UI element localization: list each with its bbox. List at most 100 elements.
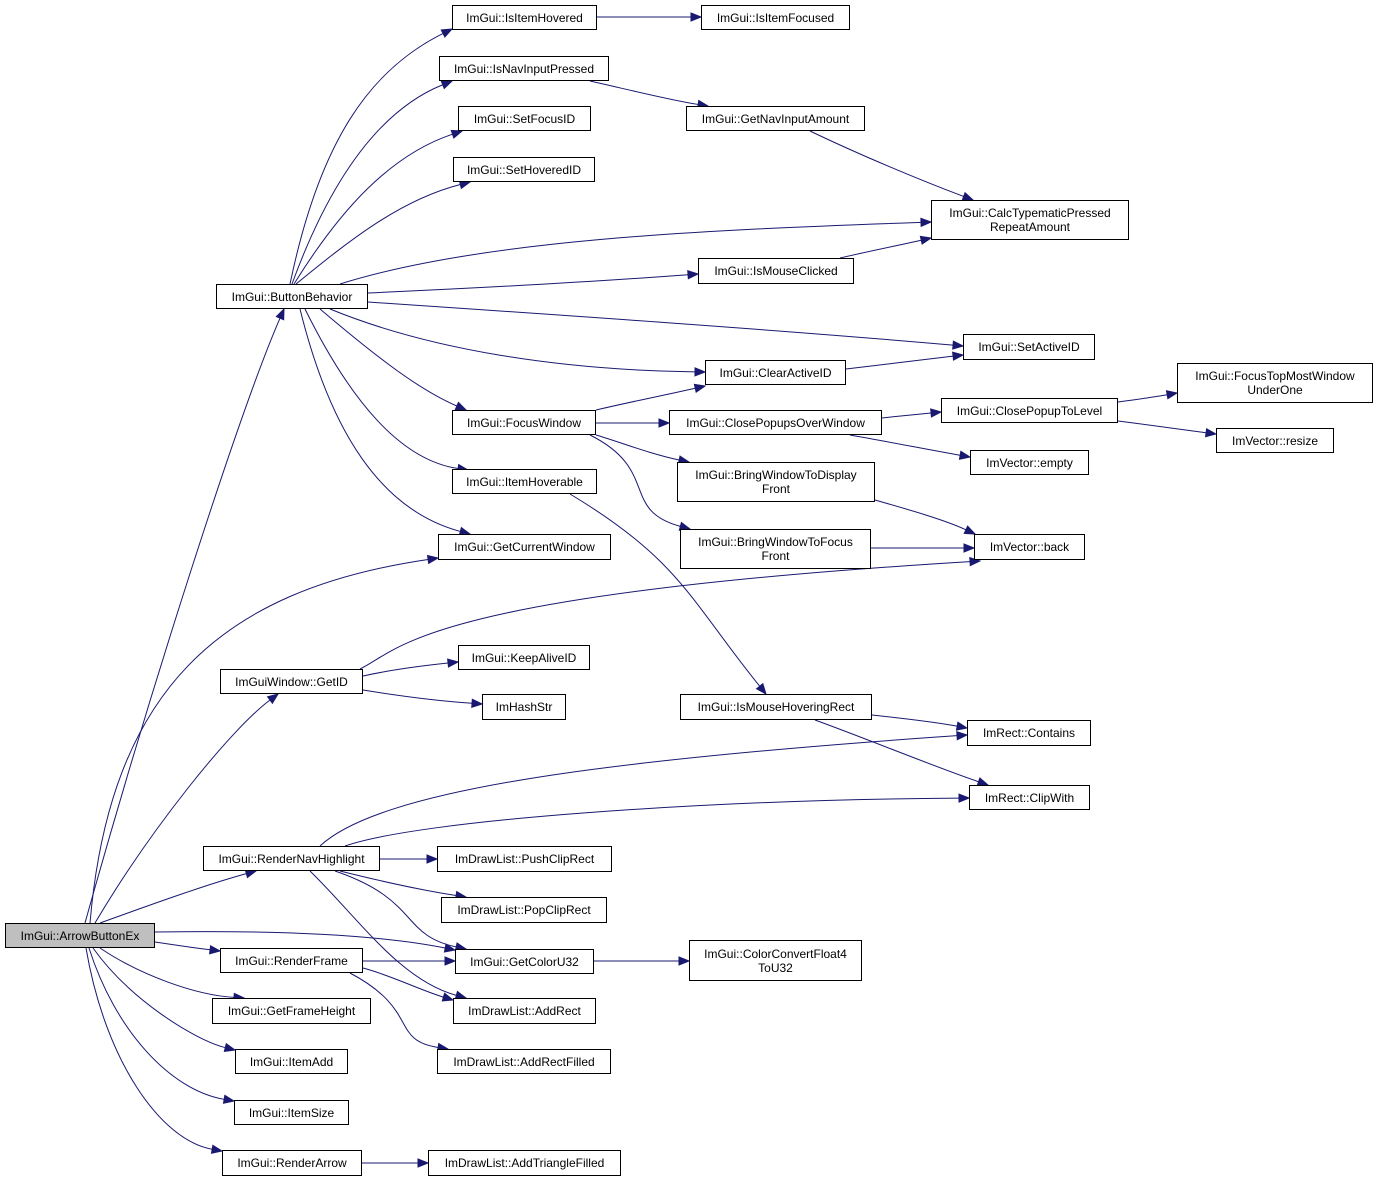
arrowhead-FocusWindow-to-ClosePopupsOverWindow (658, 418, 671, 428)
node-is-item-hovered[interactable]: ImGui::IsItemHovered (452, 5, 597, 30)
node-get-frame-height[interactable]: ImGui::GetFrameHeight (212, 998, 371, 1024)
node-contains[interactable]: ImRect::Contains (967, 720, 1091, 746)
node-item-add[interactable]: ImGui::ItemAdd (235, 1049, 348, 1074)
edge-IsNavInputPressed-to-GetNavInputAmount (589, 80, 699, 105)
node-is-mouse-clicked[interactable]: ImGui::IsMouseClicked (698, 258, 854, 284)
node-clip-with[interactable]: ImRect::ClipWith (969, 785, 1090, 810)
node-render-arrow[interactable]: ImGui::RenderArrow (222, 1150, 362, 1176)
node-label-line: ImGui::ArrowButtonEx (20, 928, 140, 943)
node-close-popup-to-level[interactable]: ImGui::ClosePopupToLevel (941, 398, 1118, 423)
node-focus-window[interactable]: ImGui::FocusWindow (452, 410, 596, 435)
node-pop-clip-rect[interactable]: ImDrawList::PopClipRect (441, 897, 607, 923)
arrowhead-ClosePopupToLevel-to-FocusTopMost (1165, 390, 1179, 400)
node-is-mouse-hovering-rect[interactable]: ImGui::IsMouseHoveringRect (680, 694, 872, 720)
arrowhead-ArrowButtonEx-to-RenderFrame (209, 945, 222, 955)
node-im-hash-str[interactable]: ImHashStr (482, 694, 566, 720)
node-set-focus-id[interactable]: ImGui::SetFocusID (458, 106, 591, 131)
node-label-line: ImGui::IsItemHovered (466, 10, 583, 25)
node-label-line: ImGui::ColorConvertFloat4 (704, 946, 847, 961)
arrowhead-ButtonBehavior-to-SetFocusID (450, 129, 464, 139)
arrowhead-ButtonBehavior-to-FocusWindow (454, 401, 468, 411)
node-item-hoverable[interactable]: ImGui::ItemHoverable (452, 469, 597, 494)
arrowhead-GetColorU32-to-ColorConvert (678, 956, 691, 966)
edge-FocusWindow-to-BringFocus (589, 434, 681, 527)
edge-BringDisplay-to-Back (874, 499, 967, 531)
edge-ArrowButtonEx-to-ButtonBehavior (84, 317, 281, 924)
node-label-line: ImGui::GetFrameHeight (227, 1004, 356, 1018)
arrowhead-ArrowButtonEx-to-GetColorU32 (443, 943, 457, 953)
node-get-id[interactable]: ImGuiWindow::GetID (220, 669, 363, 694)
node-render-nav-highlight[interactable]: ImGui::RenderNavHighlight (203, 846, 380, 871)
node-is-item-focused[interactable]: ImGui::IsItemFocused (701, 5, 850, 30)
node-label-line: ImDrawList::AddRect (468, 1004, 581, 1018)
node-label-line: ImVector::back (989, 540, 1070, 554)
node-button-behavior[interactable]: ImGui::ButtonBehavior (216, 284, 368, 309)
edge-ArrowButtonEx-to-ItemAdd (92, 947, 226, 1049)
node-back[interactable]: ImVector::back (974, 534, 1085, 560)
node-get-nav-input-amount[interactable]: ImGui::GetNavInputAmount (686, 106, 865, 131)
arrowhead-ArrowButtonEx-to-GetID (266, 693, 280, 705)
edge-FocusWindow-to-ClearActiveID (595, 387, 696, 411)
node-close-popups-over-window[interactable]: ImGui::ClosePopupsOverWindow (669, 410, 882, 435)
node-label-line: ImGui::BringWindowToDisplay (695, 468, 857, 482)
arrowhead-IsMouseClicked-to-CalcTypematic (919, 235, 933, 245)
node-is-nav-input-pressed[interactable]: ImGui::IsNavInputPressed (439, 56, 609, 81)
node-label-line: ImRect::ClipWith (984, 790, 1075, 805)
edge-ButtonBehavior-to-GetCurrentWindow (299, 308, 461, 532)
node-resize[interactable]: ImVector::resize (1216, 428, 1334, 453)
node-label-line: ImGui::BringWindowToFocus (698, 535, 853, 549)
node-render-frame[interactable]: ImGui::RenderFrame (220, 948, 363, 973)
node-label-line: ImGui::GetCurrentWindow (454, 540, 595, 554)
node-arrow-button-ex[interactable]: ImGui::ArrowButtonEx (5, 923, 155, 948)
edge-ClosePopupsOverWindow-to-ClosePopupToLevel (881, 412, 932, 419)
node-label-line: ImVector::empty (986, 455, 1073, 470)
arrowhead-RenderArrow-to-AddTriangleFilled (417, 1158, 430, 1168)
node-add-rect-filled[interactable]: ImDrawList::AddRectFilled (437, 1049, 611, 1074)
node-item-size[interactable]: ImGui::ItemSize (234, 1100, 349, 1125)
node-label-line: ToU32 (758, 960, 793, 975)
node-label-line: ImGui::IsItemFocused (716, 10, 835, 25)
edge-GetNavInputAmount-to-CalcTypematic (809, 130, 964, 197)
node-keep-alive-id[interactable]: ImGui::KeepAliveID (458, 645, 590, 670)
node-add-rect[interactable]: ImDrawList::AddRect (453, 998, 596, 1024)
node-label-line: ImVector::resize (1231, 433, 1319, 448)
arrowhead-BringFocus-to-Back (963, 543, 976, 553)
node-get-current-window[interactable]: ImGui::GetCurrentWindow (438, 534, 611, 560)
arrowhead-RenderFrame-to-GetColorU32 (444, 956, 457, 966)
node-set-hovered-id[interactable]: ImGui::SetHoveredID (453, 157, 595, 182)
arrowhead-GetID-to-ImHashStr (471, 698, 484, 708)
edge-RenderNavHighlight-to-PopClipRect (339, 870, 457, 896)
node-clear-active-id[interactable]: ImGui::ClearActiveID (705, 360, 846, 385)
arrowhead-ArrowButtonEx-to-ItemAdd (223, 1042, 237, 1053)
node-add-triangle-filled[interactable]: ImDrawList::AddTriangleFilled (428, 1150, 621, 1176)
node-label-line: ImRect::Contains (982, 726, 1076, 740)
node-label-line: ImGui::ItemAdd (249, 1054, 334, 1069)
node-label-line: UnderOne (1247, 383, 1303, 397)
arrowhead-ButtonBehavior-to-IsNavInputPressed (440, 80, 454, 90)
arrowhead-GetID-to-KeepAliveID (447, 658, 460, 668)
node-label-line: ImGui::RenderFrame (235, 953, 348, 968)
arrowhead-IsItemHovered-to-IsItemFocused (690, 12, 703, 22)
edge-ArrowButtonEx-to-GetFrameHeight (99, 947, 235, 998)
edge-RenderNavHighlight-to-ClipWith (344, 797, 960, 847)
node-label-line: ImGui::FocusTopMostWindow (1195, 369, 1355, 383)
edge-ArrowButtonEx-to-GetID (94, 699, 271, 924)
edge-RenderNavHighlight-to-GetColorU32 (334, 870, 457, 948)
node-get-color-u32[interactable]: ImGui::GetColorU32 (455, 949, 594, 974)
arrowhead-ItemHoverable-to-IsMouseHoveringRect (755, 682, 767, 696)
node-label-line: ImGuiWindow::GetID (235, 674, 348, 689)
node-set-active-id[interactable]: ImGui::SetActiveID (963, 334, 1095, 360)
node-push-clip-rect[interactable]: ImDrawList::PushClipRect (437, 846, 612, 872)
arrowhead-RenderFrame-to-AddRect (441, 992, 455, 1002)
node-empty[interactable]: ImVector::empty (970, 450, 1089, 475)
edge-ButtonBehavior-to-ItemHoverable (304, 308, 459, 470)
node-label-line: ImGui::GetNavInputAmount (701, 111, 850, 126)
arrowhead-IsMouseHoveringRect-to-Contains (955, 721, 969, 731)
